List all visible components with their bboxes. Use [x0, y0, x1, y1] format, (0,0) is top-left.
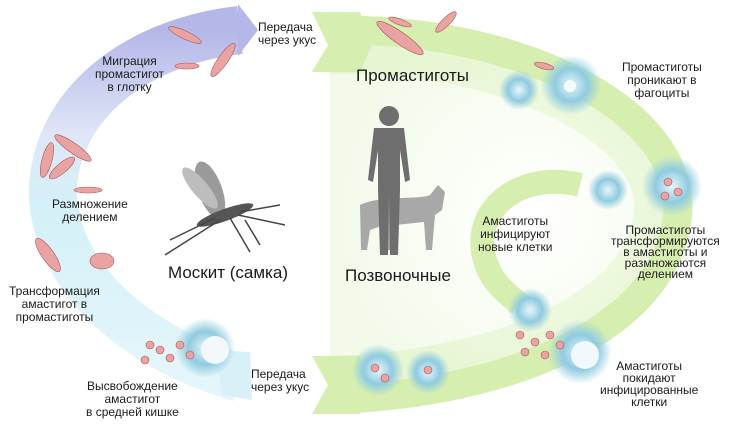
label-transmission-bottom: Передача через укус [251, 368, 309, 394]
label-line: клетки [631, 395, 668, 409]
label-infect-new: Амастиготы инфицируют новые клетки [478, 215, 552, 254]
vector-title: Москит (самка) [168, 263, 288, 282]
label-line: через укус [251, 380, 310, 394]
host-title: Позвоночные [345, 266, 451, 285]
label-line: делением [62, 210, 118, 224]
label-line: трансформируются [611, 234, 720, 248]
label-line: Трансформация [9, 284, 100, 298]
label-leave-cells: Амастиготы покидают инфицированные клетк… [600, 360, 698, 408]
parasites [35, 11, 683, 383]
human-silhouette [368, 106, 410, 255]
label-line: в глотку [107, 80, 152, 94]
mosquito-illustration [164, 161, 286, 256]
label-line: покидают [622, 371, 676, 385]
label-line: фагоциты [634, 86, 690, 100]
label-line: в средней кишке [86, 405, 179, 419]
label-line: Миграция [102, 54, 157, 68]
label-line: амастигот [104, 392, 161, 406]
label-line: Передача [258, 20, 313, 34]
label-line: через укус [258, 33, 317, 47]
label-line: Промастиготы [622, 60, 702, 74]
label-transformation: Трансформация амастигот в промастиготы [9, 285, 100, 324]
label-line: Промастиготы [625, 223, 706, 237]
label-line: Высвобождение [87, 379, 178, 393]
label-line: Амастиготы [482, 214, 549, 228]
label-line: в амастиготы и [623, 245, 708, 259]
label-release: Высвобождение амастигот в средней кишке [86, 380, 179, 419]
label-phagocytosis: Промастиготы проникают в фагоциты [622, 61, 702, 100]
label-line: амастигот в [21, 297, 88, 311]
label-line: инфицированные [600, 383, 699, 397]
label-line: Амастиготы [616, 359, 683, 373]
label-line: делением [637, 267, 693, 281]
label-line: Передача [251, 367, 306, 381]
label-line: промастиготы [15, 310, 94, 324]
cells [175, 55, 702, 396]
label-line: новые клетки [478, 240, 553, 254]
label-migration: Миграция промастигот в глотку [95, 55, 164, 94]
label-transform-multiply: Промастиготы трансформируются в амастиго… [611, 223, 720, 281]
label-line: проникают в [627, 73, 697, 87]
label-line: Размножение [52, 197, 128, 211]
label-line: промастигот [95, 67, 164, 81]
label-transmission-top: Передача через укус [258, 21, 316, 47]
promastigotes-title: Промастиготы [356, 66, 469, 85]
label-division: Размножение делением [52, 198, 128, 224]
label-line: инфицируют [480, 227, 551, 241]
label-line: размножаются [624, 256, 707, 270]
